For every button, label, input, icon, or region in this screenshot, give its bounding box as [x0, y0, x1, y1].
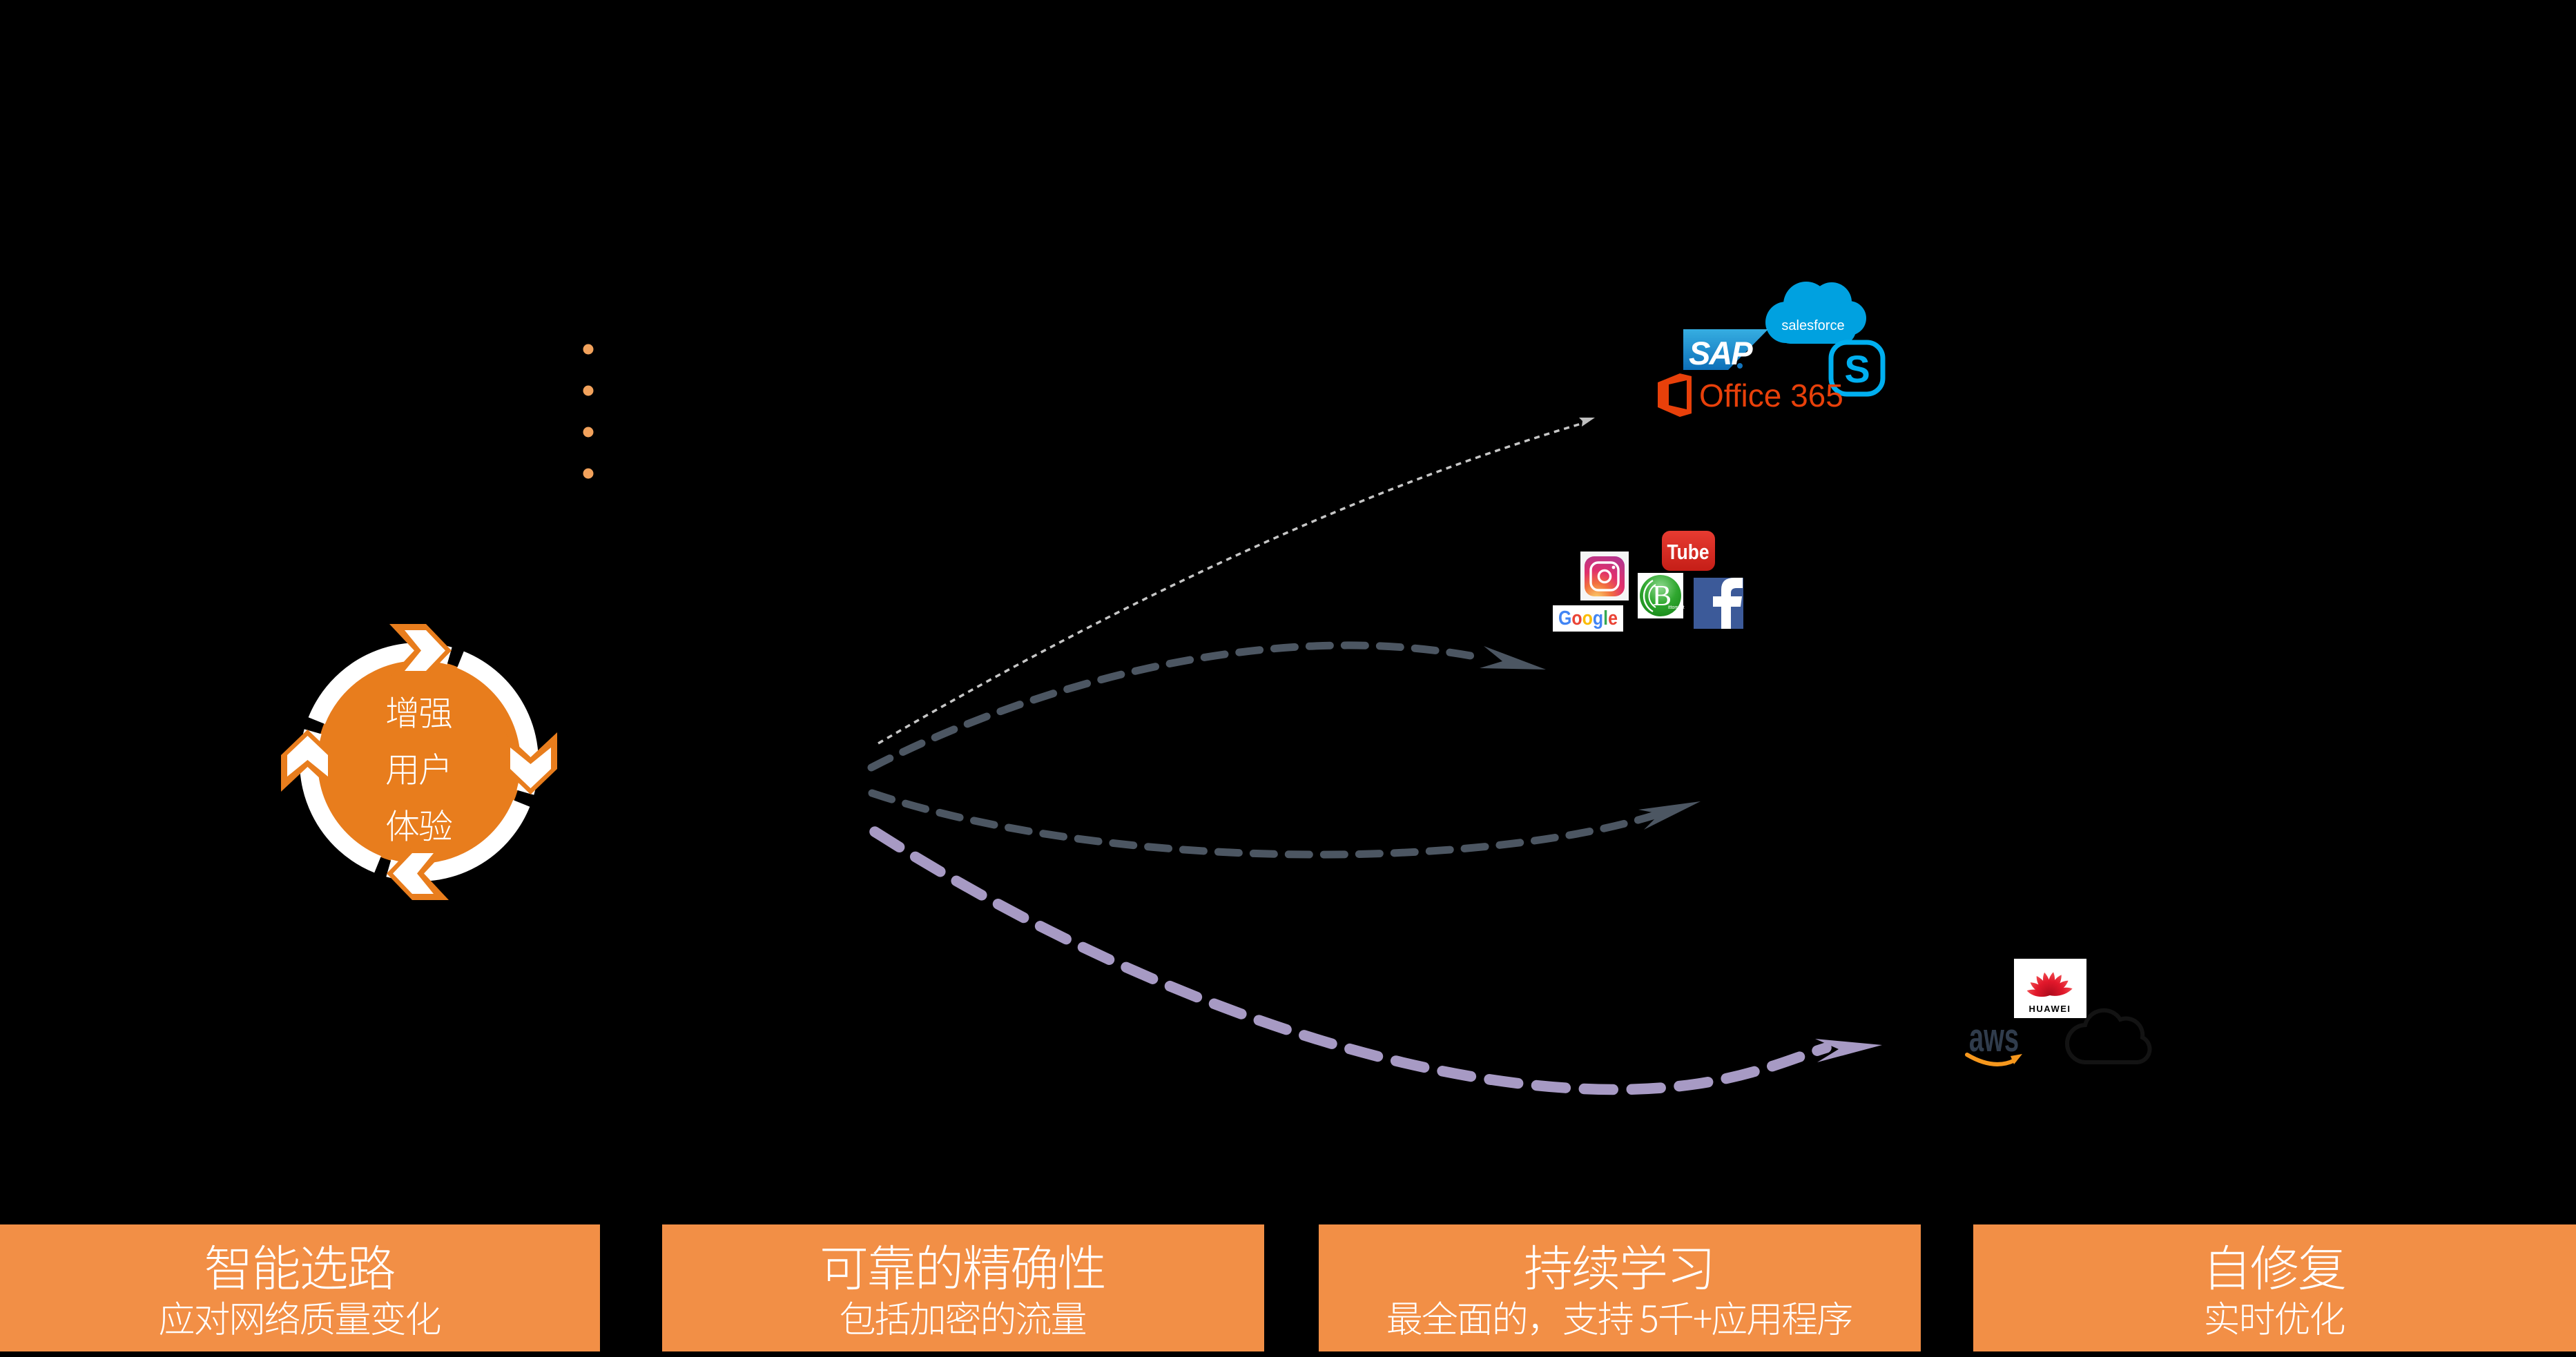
- svg-text:Office 365: Office 365: [1699, 378, 1843, 413]
- svg-text:Google: Google: [1558, 607, 1618, 629]
- svg-text:SAP: SAP: [1689, 335, 1753, 371]
- svg-text:S: S: [1844, 347, 1870, 391]
- svg-text:Tube: Tube: [1667, 540, 1710, 564]
- svg-text:salesforce: salesforce: [1781, 318, 1844, 333]
- svg-text:HUAWEI: HUAWEI: [2029, 1004, 2071, 1014]
- svg-text:aws: aws: [1969, 1016, 2019, 1060]
- svg-text:ittorrent: ittorrent: [1668, 605, 1685, 610]
- svg-text:B: B: [1652, 580, 1672, 612]
